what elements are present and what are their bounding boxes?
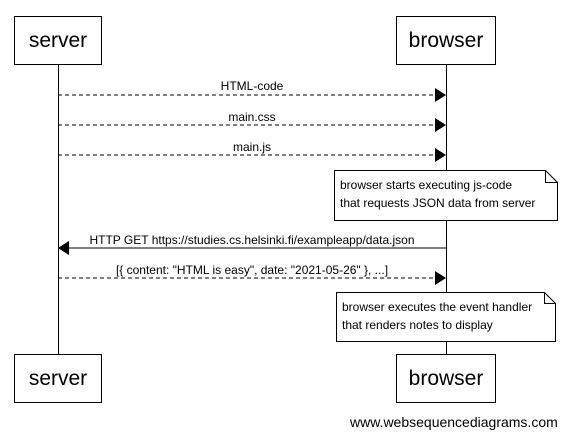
message-label-json-response: [{ content: "HTML is easy", date: "2021-… xyxy=(115,263,389,277)
watermark: www.websequencediagrams.com xyxy=(350,414,558,430)
message-label-html-code: HTML-code xyxy=(220,79,284,93)
note-shape xyxy=(336,292,556,342)
message-arrow-json-response xyxy=(58,271,446,285)
note-event-handler: browser executes the event handler that … xyxy=(336,292,556,342)
message-arrow-http-get xyxy=(58,241,446,255)
server-actor-top: server xyxy=(14,16,102,65)
note-line: that renders notes to display xyxy=(342,318,493,332)
message-label-http-get: HTTP GET https://studies.cs.helsinki.fi/… xyxy=(89,233,415,247)
message-arrow-main-css xyxy=(58,118,446,132)
browser-actor-bottom: browser xyxy=(396,354,496,403)
message-label-main-css: main.css xyxy=(228,110,276,124)
note-line: that requests JSON data from server xyxy=(340,196,536,210)
message-arrow-html-code xyxy=(58,88,446,102)
message-arrow-main-js xyxy=(58,148,446,162)
browser-actor-top: browser xyxy=(396,16,496,65)
note-line: browser executes the event handler xyxy=(342,300,533,314)
server-lifeline xyxy=(58,65,59,354)
server-actor-bottom: server xyxy=(14,354,102,403)
note-js-execution: browser starts executing js-code that re… xyxy=(334,170,558,221)
message-label-main-js: main.js xyxy=(232,140,271,154)
note-line: browser starts executing js-code xyxy=(340,178,513,192)
note-shape xyxy=(334,170,558,221)
